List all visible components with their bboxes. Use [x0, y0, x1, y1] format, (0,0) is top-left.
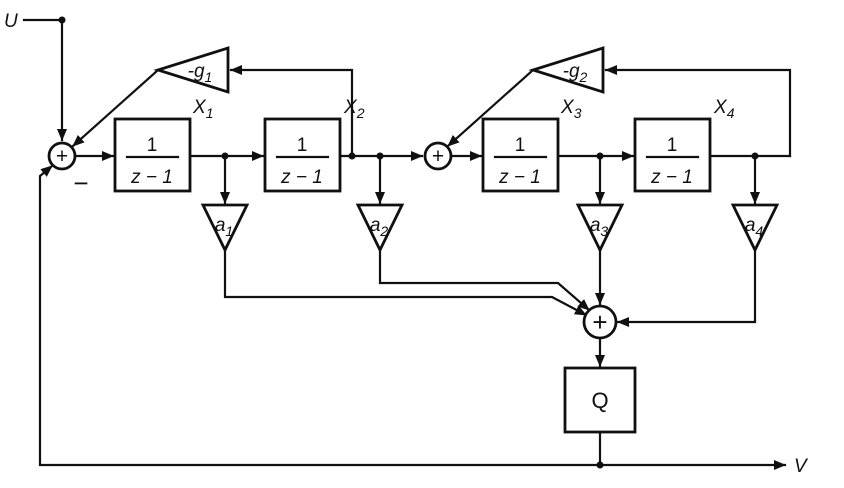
integrator-block-3: [481, 117, 560, 193]
integrator-block-1: [113, 117, 192, 193]
feedback-gain-triangle-g2: [528, 46, 605, 94]
output-label: V: [794, 456, 809, 477]
input-label: U: [4, 11, 18, 32]
wire-g2-to-summer2: [446, 68, 535, 148]
state-label-x3: X3: [560, 97, 582, 121]
plus-icon: +: [56, 145, 68, 168]
state-label-x4: X4: [713, 97, 735, 121]
wire-a2-to-summer3: [378, 248, 591, 312]
minus-sign-feedback: −: [73, 168, 88, 198]
gain-triangle-a2: [355, 203, 405, 254]
gain-triangle-a1: [200, 203, 250, 254]
state-label-x2: X2: [343, 97, 365, 121]
plus-icon: +: [592, 307, 607, 337]
wire-feedback-v: [38, 164, 602, 467]
feedback-gain-triangle-g1: [153, 46, 230, 94]
state-label-x1: X1: [192, 97, 213, 121]
quantizer-label: Q: [591, 388, 608, 413]
wire-g2-pickup: [604, 65, 792, 158]
gain-triangle-a4: [730, 203, 780, 254]
feedback-gain-label-g1: -g1: [188, 61, 213, 85]
integrator1-numerator: 1: [147, 135, 158, 156]
integrator2-denominator: z − 1: [280, 167, 323, 188]
integrator4-numerator: 1: [667, 135, 678, 156]
feedback-gain-label-g2: -g2: [563, 61, 588, 85]
gain-label-a4: a4: [745, 215, 764, 239]
quantizer-block: [563, 366, 637, 434]
wire-g1-to-summer1: [71, 68, 160, 148]
plus-icon: +: [432, 145, 444, 168]
wire-g1-pickup: [229, 65, 354, 158]
integrator1-denominator: z − 1: [130, 167, 173, 188]
wire-a4-to-summer3: [616, 248, 757, 327]
gain-label-a1: a1: [215, 215, 233, 239]
gain-label-a2: a2: [370, 215, 389, 239]
gain-triangle-a3: [575, 203, 625, 254]
integrator3-denominator: z − 1: [498, 167, 541, 188]
integrator-block-4: [633, 117, 712, 193]
wire-a1-to-summer3: [223, 248, 588, 317]
gain-label-a3: a3: [590, 215, 609, 239]
integrator2-numerator: 1: [297, 135, 308, 156]
junction-dot: [58, 16, 66, 24]
integrator3-numerator: 1: [515, 135, 526, 156]
integrator4-denominator: z − 1: [650, 167, 693, 188]
